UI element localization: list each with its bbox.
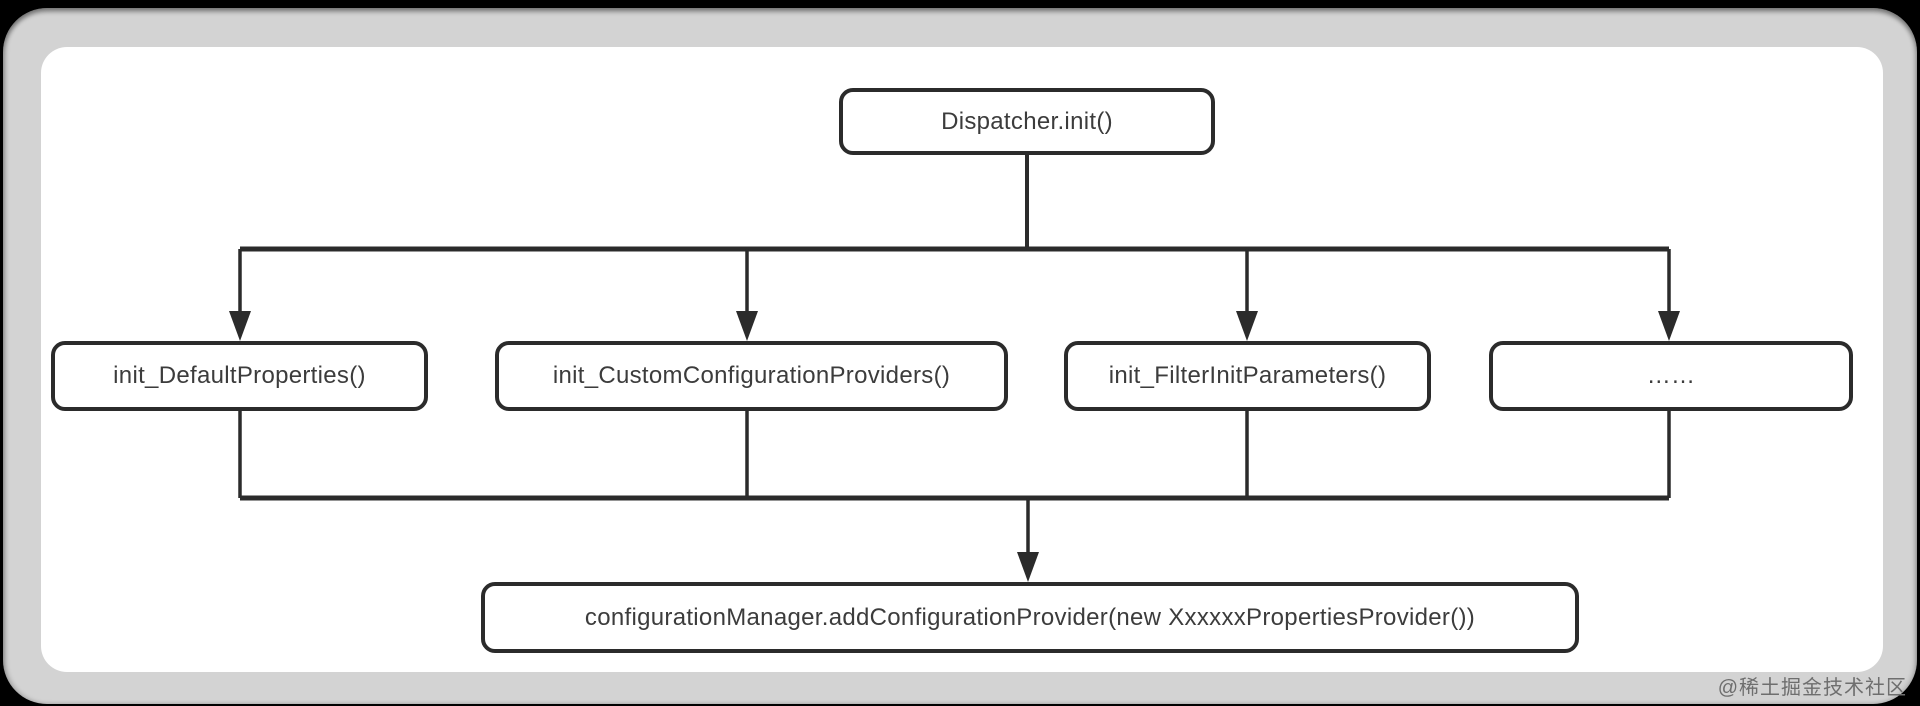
arrow-down-icon: [736, 311, 758, 341]
node-label: configurationManager.addConfigurationPro…: [584, 603, 1476, 631]
arrow-down-icon: [1658, 311, 1680, 341]
arrow-down-icon: [1236, 311, 1258, 341]
card-frame: Dispatcher.init() init_DefaultProperties…: [3, 8, 1917, 704]
node-label: init_DefaultProperties(): [113, 362, 366, 389]
node-label: ……: [1646, 362, 1696, 389]
edge-lines: [238, 151, 1671, 559]
arrow-down-icon: [1017, 552, 1039, 582]
node-label: init_FilterInitParameters(): [1108, 362, 1387, 389]
node-dispatcher-init: Dispatcher.init(): [839, 88, 1215, 155]
node-init-custom-configuration-providers: init_CustomConfigurationProviders(): [495, 341, 1008, 411]
node-label: init_CustomConfigurationProviders(): [552, 362, 951, 389]
arrowhead-icons: [229, 311, 1680, 582]
node-init-filter-init-parameters: init_FilterInitParameters(): [1064, 341, 1431, 411]
diagram-canvas: Dispatcher.init() init_DefaultProperties…: [41, 47, 1883, 672]
node-init-default-properties: init_DefaultProperties(): [51, 341, 428, 411]
node-ellipsis: ……: [1489, 341, 1853, 411]
connector-lines: [229, 151, 1680, 582]
node-label: Dispatcher.init(): [941, 107, 1113, 135]
watermark: @稀土掘金技术社区: [1717, 677, 1907, 699]
arrow-down-icon: [229, 311, 251, 341]
node-add-configuration-provider: configurationManager.addConfigurationPro…: [481, 582, 1579, 653]
